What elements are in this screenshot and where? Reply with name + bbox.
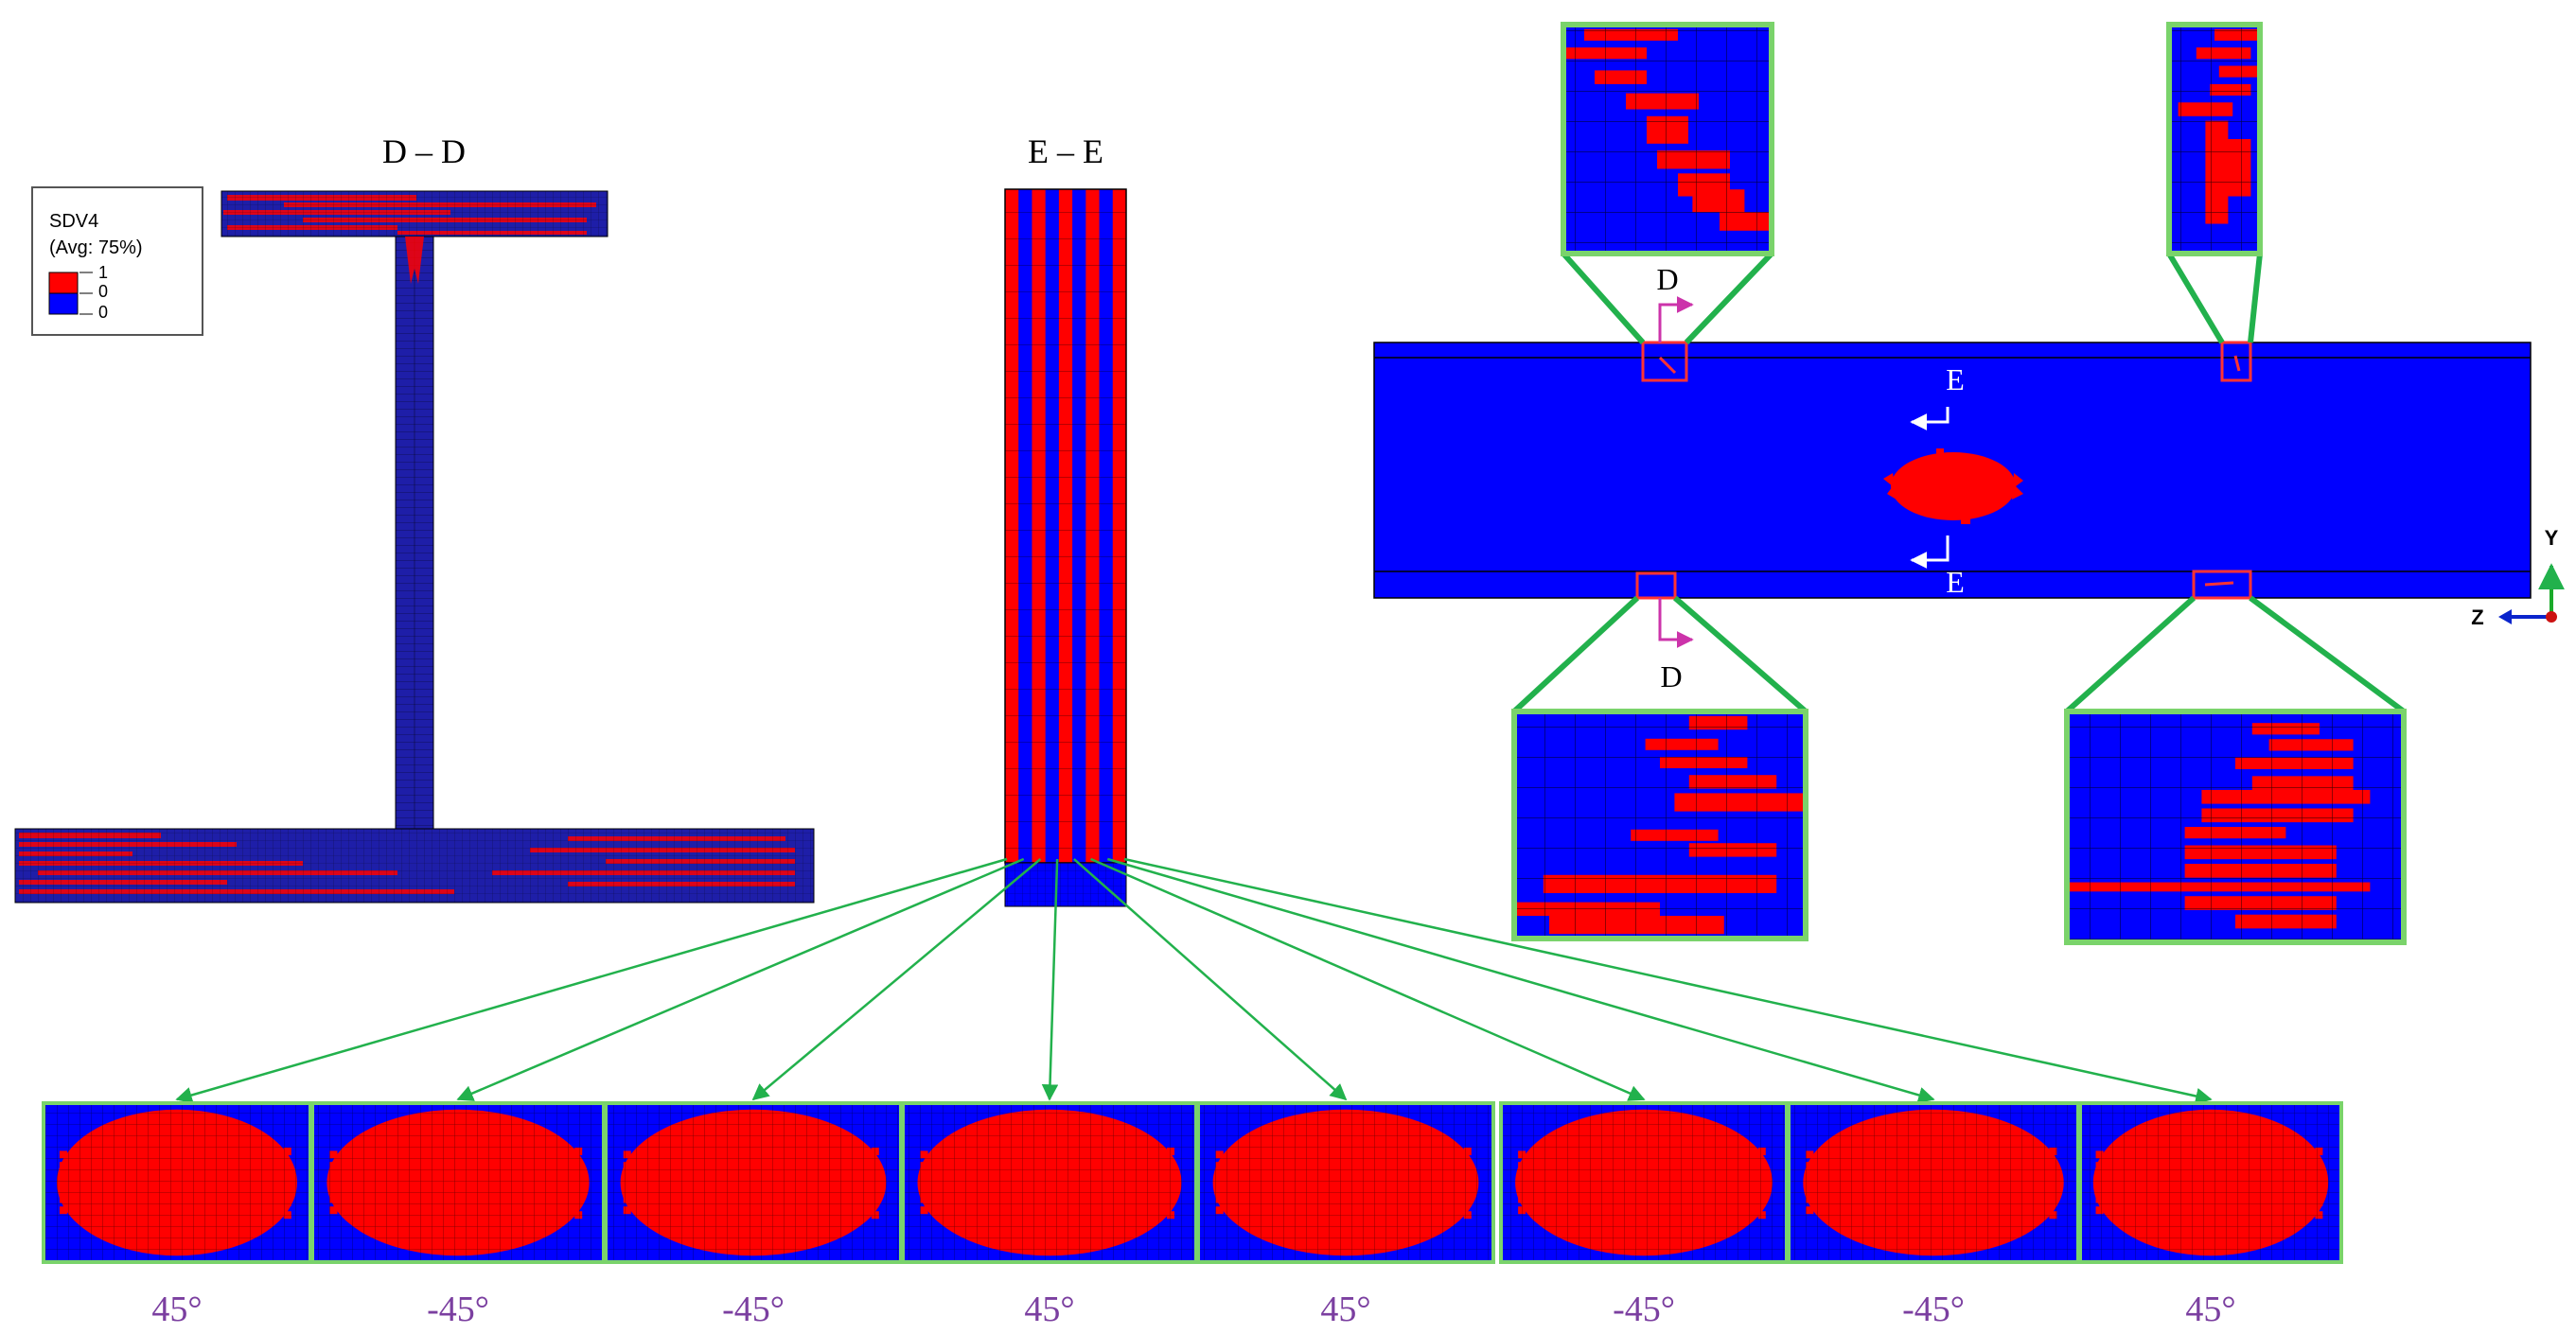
zoom-callouts — [1511, 22, 2407, 945]
legend-subtitle: (Avg: 75%) — [49, 237, 143, 258]
section-marker-e-top: E — [1946, 362, 1965, 396]
zoom-inset — [2064, 595, 2407, 945]
legend: SDV4 (Avg: 75%) 1 0 0 — [31, 186, 203, 336]
beam-side-view: E E D D — [1373, 262, 2532, 693]
zoom-inset — [2166, 22, 2263, 344]
ply-panel: 45° — [2078, 1101, 2343, 1329]
ply-angle-label: -45° — [427, 1290, 489, 1329]
legend-swatch-red — [48, 272, 79, 294]
section-ee: E – E — [1004, 132, 1127, 907]
zone-box-bottom-left — [1635, 571, 1677, 600]
section-marker-d-top: D — [1656, 262, 1678, 296]
ply-panel: -45° — [310, 1101, 606, 1329]
callout-arrow — [1106, 857, 1935, 1104]
zoom-leader-line — [2064, 595, 2197, 714]
ply-panel: -45° — [1787, 1101, 2080, 1329]
legend-entry-label: 0 — [98, 282, 108, 301]
zoom-leader-line — [1511, 595, 1640, 714]
ply-angle-label: 45° — [1024, 1290, 1074, 1329]
zoom-leader-line — [2248, 253, 2263, 343]
ply-angle-label: -45° — [1902, 1290, 1965, 1329]
zoom-frame — [1561, 22, 1774, 256]
callout-arrow — [1090, 857, 1646, 1101]
zoom-leader-line — [1561, 252, 1646, 344]
zoom-leader-line — [2249, 595, 2406, 714]
legend-entry-label: 0 — [98, 303, 108, 322]
zoom-leader-line — [1684, 251, 1774, 345]
ply-panel: 45° — [901, 1101, 1198, 1329]
ply-panel: -45° — [604, 1101, 903, 1329]
zone-box-bottom-right — [2192, 570, 2252, 600]
ply-panel: 45° — [1196, 1101, 1495, 1329]
zoom-frame — [2064, 709, 2407, 945]
zoom-leader-line — [1673, 595, 1808, 714]
callout-arrow — [1041, 858, 1059, 1101]
callout-arrow — [1073, 858, 1348, 1101]
axis-label-y: Y — [2545, 526, 2559, 550]
section-dd: D – D — [14, 132, 815, 904]
ply-panel: 45° — [42, 1101, 312, 1329]
section-ee-title: E – E — [1028, 132, 1103, 170]
ply-angle-label: 45° — [2185, 1290, 2235, 1329]
section-dd-title: D – D — [382, 132, 466, 170]
zoom-inset — [1561, 22, 1774, 345]
legend-entry-label: 1 — [98, 263, 108, 282]
legend-title: SDV4 — [49, 211, 98, 232]
ply-panel: -45° — [1499, 1101, 1789, 1329]
axis-triad: Y Z — [2471, 526, 2565, 629]
zoom-leader-line — [2166, 252, 2225, 344]
ply-panel-frame — [1196, 1101, 1495, 1264]
ply-angle-label: -45° — [1613, 1290, 1675, 1329]
impact-damage-zone — [1891, 452, 2016, 520]
zoom-frame — [2166, 22, 2263, 256]
legend-swatch-blue — [48, 292, 79, 315]
callout-arrow — [751, 858, 1042, 1101]
axis-label-z: Z — [2471, 606, 2483, 629]
callout-arrow — [1123, 857, 2213, 1105]
zone-box-top-left — [1641, 341, 1688, 382]
ply-angle-label: -45° — [722, 1290, 785, 1329]
zoom-inset — [1511, 595, 1808, 941]
callout-arrow — [456, 857, 1025, 1101]
callout-arrows — [175, 857, 2213, 1105]
ply-panel-frame — [2078, 1101, 2343, 1264]
ply-panels: 45° -45° -45° 45° 45° -45° -45° 45° — [42, 1101, 2343, 1329]
ply-angle-label: 45° — [151, 1290, 202, 1329]
ply-angle-label: 45° — [1320, 1290, 1370, 1329]
zoom-frame — [1511, 709, 1808, 941]
section-marker-d-bottom: D — [1660, 659, 1682, 693]
callout-arrow — [175, 857, 1008, 1104]
zone-box-top-right — [2220, 341, 2252, 382]
section-marker-e-bottom: E — [1946, 565, 1965, 599]
